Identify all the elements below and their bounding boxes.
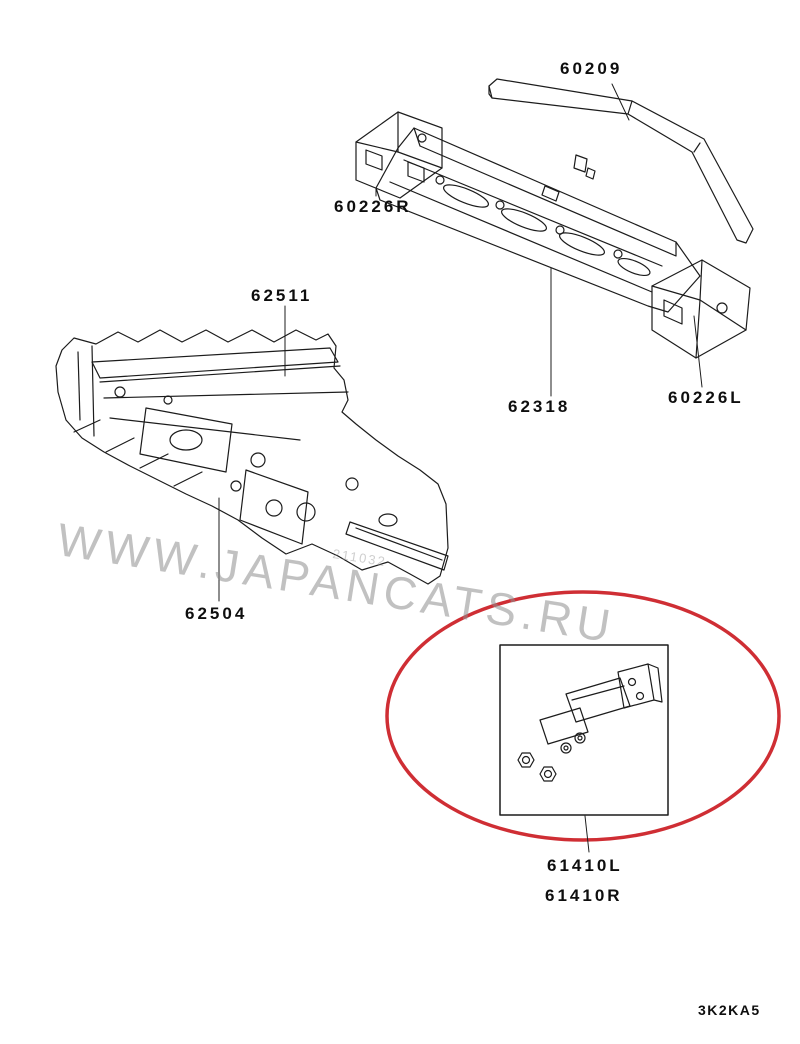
part-60209-drawing [488,78,754,244]
part-62511-62504-drawing [55,329,449,585]
callout-61410L: 61410L [547,856,623,875]
callout-61410R: 61410R [545,886,623,905]
part-62318-drawing [375,127,701,313]
highlight-ellipse [385,590,781,842]
part-60226R-drawing [355,111,443,199]
callout-62318: 62318 [508,397,571,416]
page-code: 3K2KA5 [698,1002,761,1018]
callout-60209: 60209 [560,59,623,78]
callout-60226R: 60226R [334,197,412,216]
callout-62511: 62511 [251,286,313,305]
leader-lines [218,83,703,853]
part-61410-box [499,644,669,816]
callout-60226L: 60226L [668,388,744,407]
callout-62504: 62504 [185,604,248,623]
part-61410-drawing [517,663,663,782]
part-60226L-drawing [651,259,751,359]
